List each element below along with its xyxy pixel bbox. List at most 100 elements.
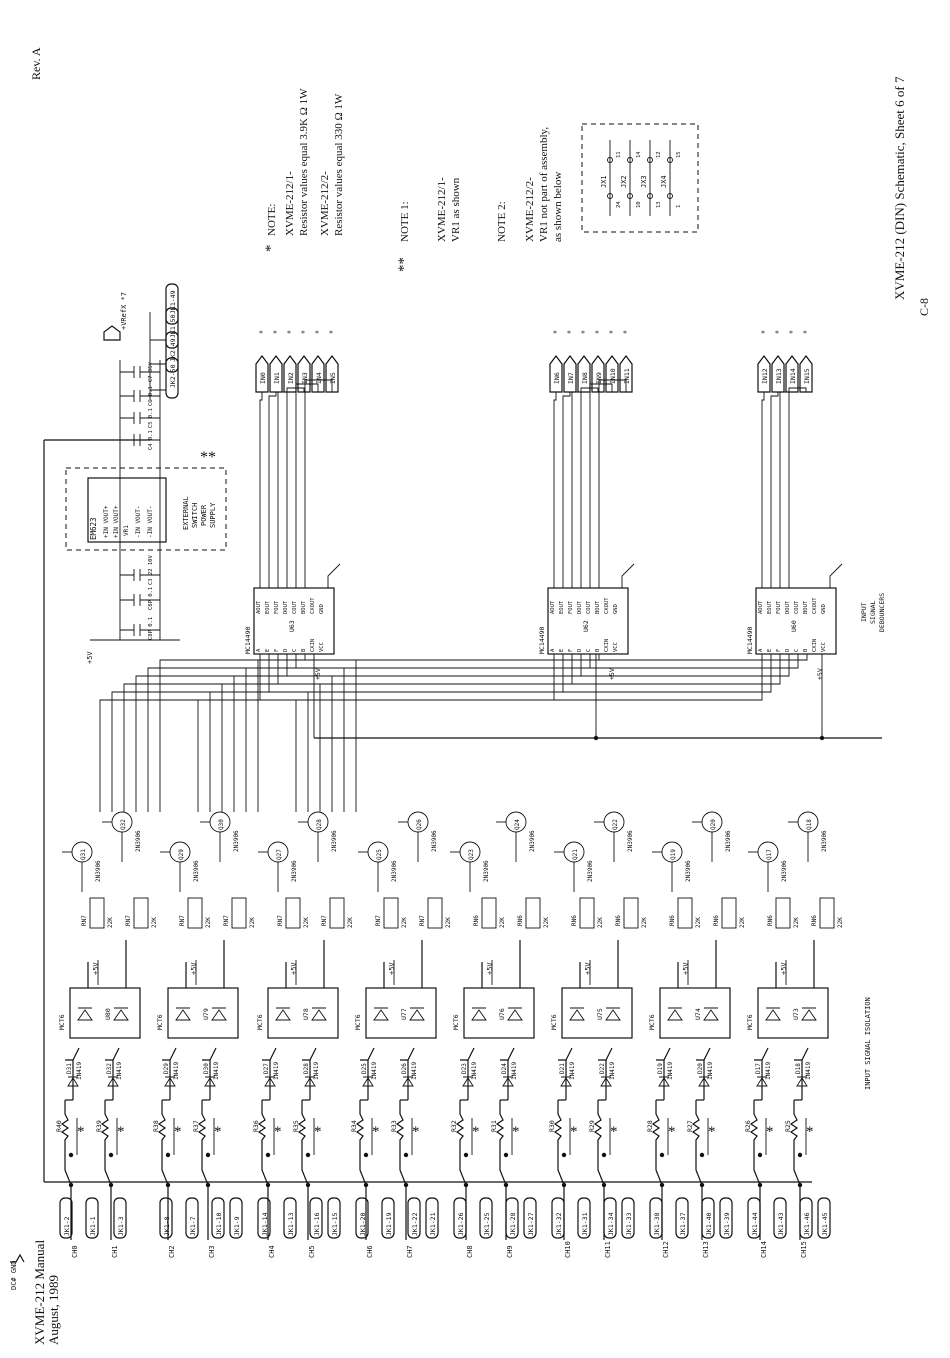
junction-dot [659, 1182, 665, 1188]
rn-label: RN6 [669, 915, 676, 926]
channel-label: CH4 [268, 1245, 276, 1258]
diode-symbol [462, 1076, 474, 1087]
opto-led [765, 1007, 781, 1021]
connector-label: JK1-38 [653, 1212, 661, 1236]
optocoupler-type: MCT6 [452, 1014, 460, 1030]
transistor-type: 2N3906 [291, 860, 298, 882]
channel-wire [793, 1155, 801, 1240]
diode-symbol [698, 1076, 710, 1087]
output-star: * [301, 329, 305, 338]
ic-pin-left: E [767, 649, 773, 652]
junction-dot [699, 1182, 705, 1188]
optocoupler-type: MCT6 [550, 1014, 558, 1030]
connector-box [505, 1197, 519, 1239]
diode-type: 1N419 [411, 1062, 418, 1080]
output-star: * [273, 329, 277, 338]
connector-label: JK2-50 [169, 364, 177, 388]
resistor-network [89, 897, 105, 929]
debouncer-input-wire [319, 654, 781, 812]
rn-label: RN6 [571, 915, 578, 926]
connector-label: JK1-3 [117, 1216, 125, 1236]
output-label: IN14 [789, 368, 797, 384]
resistor-symbol [60, 1100, 70, 1155]
resistor-network [133, 897, 149, 929]
opto-input-wire [598, 1047, 613, 1061]
capacitor-symbol [120, 569, 160, 581]
output-port [563, 355, 577, 393]
ic-pin-left: VCC [613, 642, 619, 652]
ic-unit-label: U63 [288, 620, 296, 632]
diode-label: D24 [501, 1063, 508, 1074]
rn-value: 22K [837, 917, 844, 928]
output-port [799, 355, 813, 393]
channel-label: CH7 [406, 1245, 414, 1258]
connector-box [603, 1197, 617, 1239]
opto-led [211, 1007, 227, 1021]
debouncer-output-wire [277, 391, 290, 588]
debouncer-ic [547, 587, 629, 655]
connector-box [577, 1197, 591, 1239]
capacitor-label: C8P 0.1 [148, 617, 154, 640]
diode-type: 1N419 [313, 1062, 320, 1080]
resistor-symbol [789, 1100, 799, 1155]
jumper-pin [667, 193, 673, 199]
debouncer-output-wire [598, 379, 627, 588]
opto-led [77, 1007, 93, 1021]
jumper-pin-number: 14 [636, 151, 642, 158]
plus5v-label: +5V [608, 668, 616, 680]
connector-box [185, 1197, 199, 1239]
junction-dot [403, 1182, 409, 1188]
rn-label: RN7 [223, 915, 230, 926]
connector-label: JK1-14 [261, 1212, 269, 1236]
junction-dot [305, 1152, 311, 1158]
ic-pin-right: AOUT [256, 600, 262, 614]
junction-dot [503, 1182, 509, 1188]
diode-type: 1N419 [805, 1062, 812, 1080]
connector-label: JK1-7 [189, 1216, 197, 1236]
diode-label: D26 [401, 1063, 408, 1074]
ic-pin-right: CXOUT [812, 597, 818, 614]
connector-box [675, 1197, 689, 1239]
transistor-body [169, 841, 191, 863]
opto-led [605, 1007, 621, 1021]
connector-label: JK1-21 [429, 1212, 437, 1236]
resistor-star: * [412, 1124, 420, 1140]
resistor-network [775, 897, 791, 929]
psu-label: EM623 [89, 517, 98, 540]
note1-line: XVME-212/1- [436, 177, 448, 242]
channel-label: CH15 [800, 1241, 808, 1258]
transistor-label: Q31 [80, 849, 87, 860]
ic-pin-right: GND [319, 604, 325, 614]
connector-box [407, 1197, 421, 1239]
ic-pin-left: D [283, 649, 289, 652]
connector-label: JK1-19 [385, 1212, 393, 1236]
ic-chip-label: MC14490 [746, 627, 754, 654]
resistor-star: * [472, 1124, 480, 1140]
timing-bus [313, 654, 823, 738]
ic-pin-left: B [301, 648, 307, 652]
vr1-label: VR1 [123, 525, 130, 536]
resistor-network [329, 897, 345, 929]
debouncer-input-wire [147, 654, 297, 812]
resistor-label: R30 [548, 1120, 556, 1132]
connector-label: JK1-44 [751, 1212, 759, 1236]
transistor-body [797, 811, 819, 833]
junction-dot [601, 1152, 607, 1158]
capacitor-label: C6 0.1 [148, 386, 154, 406]
optocoupler-type: MCT6 [648, 1014, 656, 1030]
ground-symbol [829, 563, 843, 588]
opto-input-wire [400, 1047, 415, 1061]
psu-desc: POWER [200, 504, 208, 526]
debouncer-output-wire [259, 392, 263, 588]
output-star: * [567, 329, 571, 338]
junction-dot [659, 1152, 665, 1158]
output-port [771, 355, 785, 393]
opto-led [113, 1007, 129, 1021]
resistor-network [481, 897, 497, 929]
junction-dot [363, 1152, 369, 1158]
output-port [605, 355, 619, 393]
diode-label: D32 [106, 1063, 113, 1074]
output-port [269, 355, 283, 393]
